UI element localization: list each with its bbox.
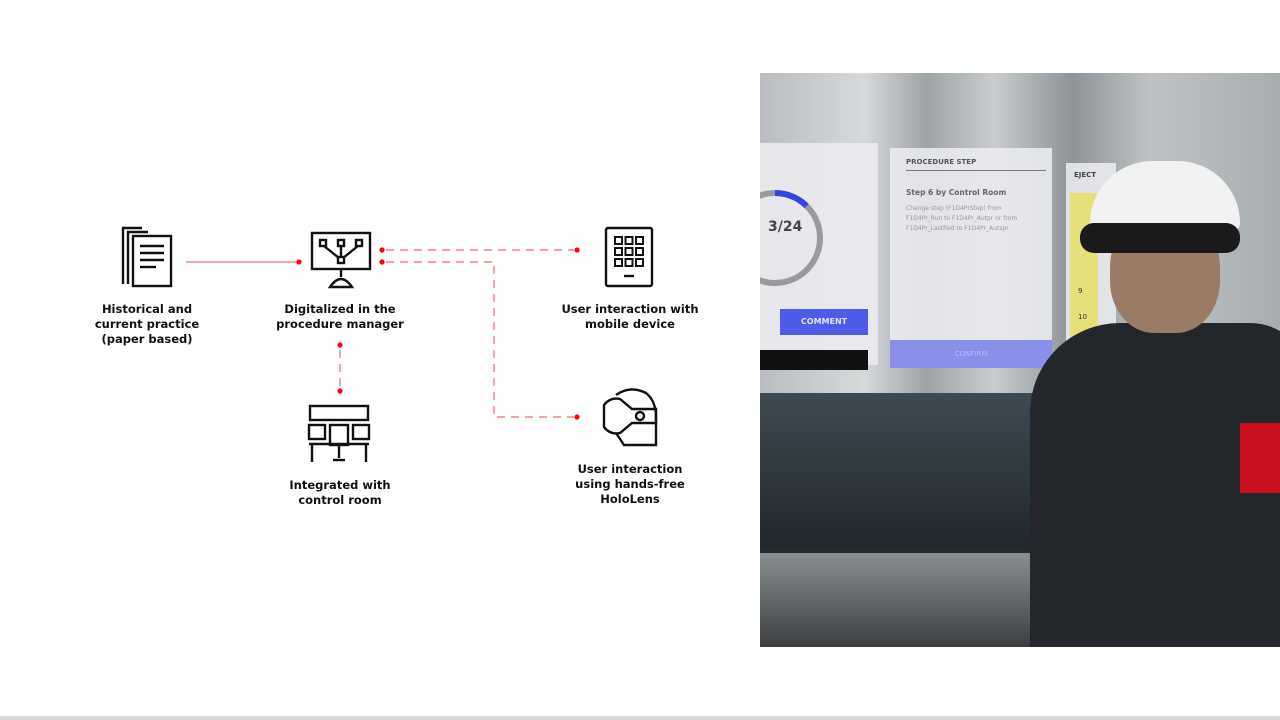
- helmet: [1090, 161, 1240, 231]
- side-item: 9: [1078, 287, 1083, 295]
- worker-body: [1030, 323, 1280, 647]
- step-text: Change step (F1D4PrStep) from F1D4Pr_Run…: [906, 205, 1018, 232]
- side-item: 10: [1078, 313, 1087, 321]
- connector-dot: [337, 388, 343, 394]
- hololens-photo: 3/24 COMMENT PROCEDURE STEP Step 6 by Co…: [760, 73, 1280, 647]
- progress-label: 3/24: [768, 219, 803, 235]
- connector-dot: [574, 414, 580, 420]
- control-room-icon: [307, 404, 371, 462]
- connector-dot: [337, 342, 343, 348]
- comment-button[interactable]: COMMENT: [780, 309, 868, 335]
- paper-documents-icon: [121, 226, 173, 288]
- connector-dot: [574, 247, 580, 253]
- abb-logo: [1240, 423, 1280, 493]
- step-title: Step 6 by Control Room: [906, 188, 1007, 197]
- procedure-step-panel: PROCEDURE STEP Step 6 by Control Room Ch…: [890, 148, 1052, 368]
- bottom-border: [0, 716, 1280, 720]
- monitor-network-icon: [310, 231, 372, 289]
- hololens-visor: [1080, 223, 1240, 253]
- connector-digital-hololens: [386, 261, 574, 418]
- eject-title: EJECT: [1074, 171, 1097, 179]
- panel-title: PROCEDURE STEP: [906, 158, 1046, 171]
- progress-panel: 3/24 COMMENT: [760, 143, 878, 365]
- tablet-icon: [604, 226, 654, 288]
- connector-lines: [186, 247, 580, 420]
- eject-panel: EJECT 9 10: [1066, 163, 1116, 353]
- progress-ring: [760, 190, 823, 286]
- connector-dot: [379, 247, 385, 253]
- connector-dot: [379, 259, 385, 265]
- vr-headset-icon: [602, 388, 658, 447]
- connector-dot: [296, 259, 302, 265]
- confirm-button[interactable]: CONFIRM: [890, 340, 1052, 368]
